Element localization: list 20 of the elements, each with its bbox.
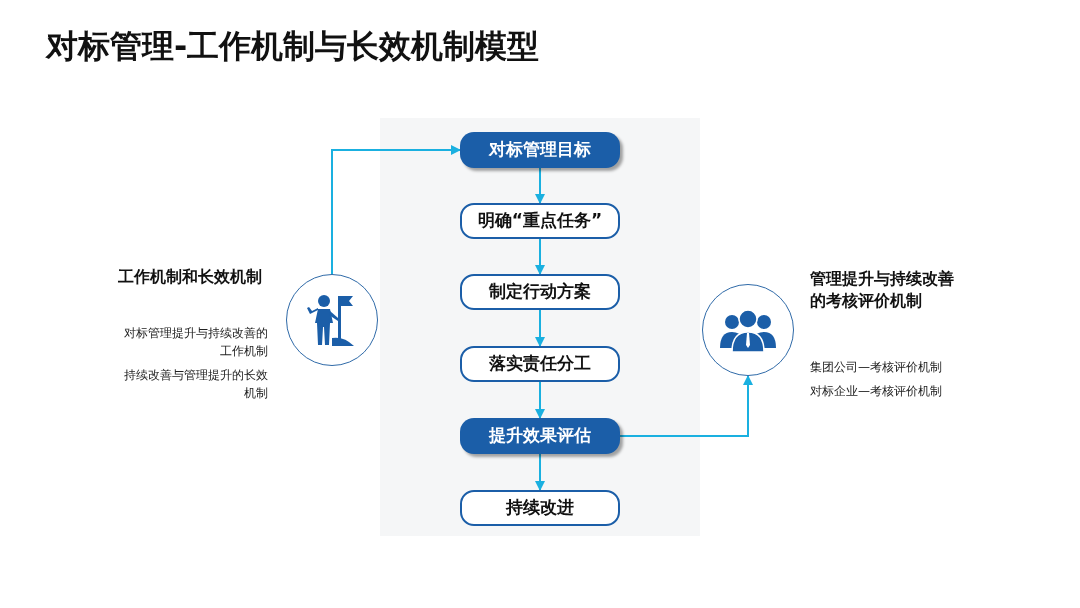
arrow [535,238,545,275]
side-note: 对标企业—考核评价机制 [810,383,943,400]
arrow [535,453,545,491]
arrow [535,381,545,419]
process-box: 明确“重点任务” [460,203,620,239]
side-note: 对标管理提升与持续改善的工作机制 [123,325,268,360]
arrow [331,145,461,275]
arrow [535,167,545,204]
side-heading: 管理提升与持续改善的考核评价机制 [810,268,955,312]
arrow [619,375,753,437]
process-box: 对标管理目标 [460,132,620,168]
side-note: 集团公司—考核评价机制 [810,359,943,376]
process-box: 提升效果评估 [460,418,620,454]
slide-title: 对标管理-工作机制与长效机制模型 [46,26,540,66]
process-box: 持续改进 [460,490,620,526]
process-box: 落实责任分工 [460,346,620,382]
arrow [535,309,545,347]
process-box: 制定行动方案 [460,274,620,310]
side-heading: 工作机制和长效机制 [118,266,263,288]
side-note: 持续改善与管理提升的长效机制 [123,367,268,402]
